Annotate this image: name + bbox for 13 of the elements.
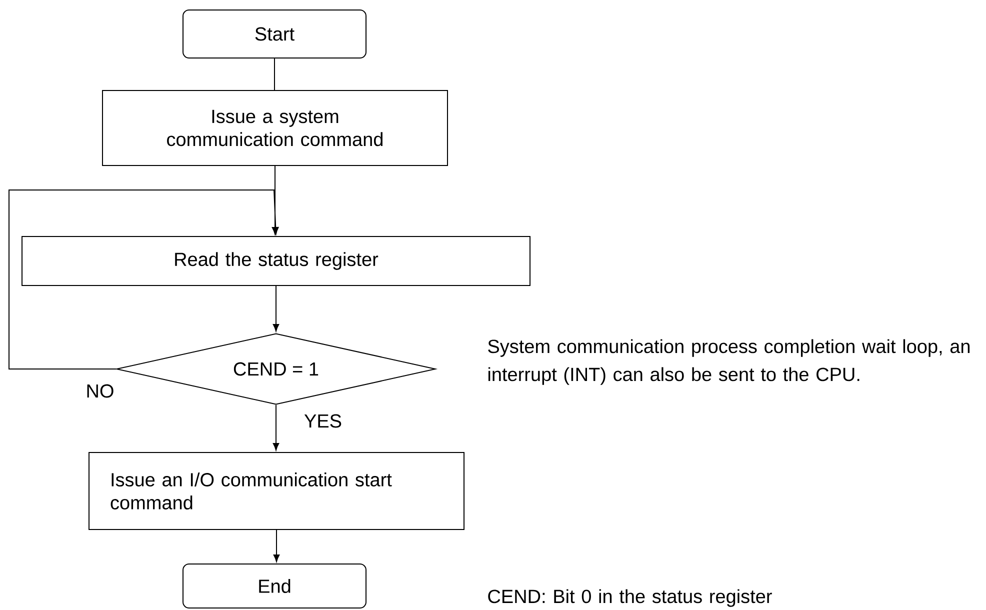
note-text: CEND: Bit 0 in the status register <box>488 589 772 607</box>
arrow <box>8 190 279 370</box>
process-box: Read the status register <box>22 236 530 286</box>
start-terminal: Start <box>182 10 366 58</box>
arrow <box>272 286 280 332</box>
end-terminal: End <box>182 564 366 608</box>
arrow <box>272 404 280 450</box>
edge-label: YES <box>303 413 344 429</box>
process-box: Issue an I/O communication start command <box>88 452 464 530</box>
edge-label: NO <box>84 383 116 399</box>
note-text: System communication process completion wait loop, an interrupt (INT) can also be sent to the CPU. <box>488 339 970 385</box>
arrow <box>273 530 280 562</box>
process-box: Issue a system communication command <box>102 90 448 166</box>
